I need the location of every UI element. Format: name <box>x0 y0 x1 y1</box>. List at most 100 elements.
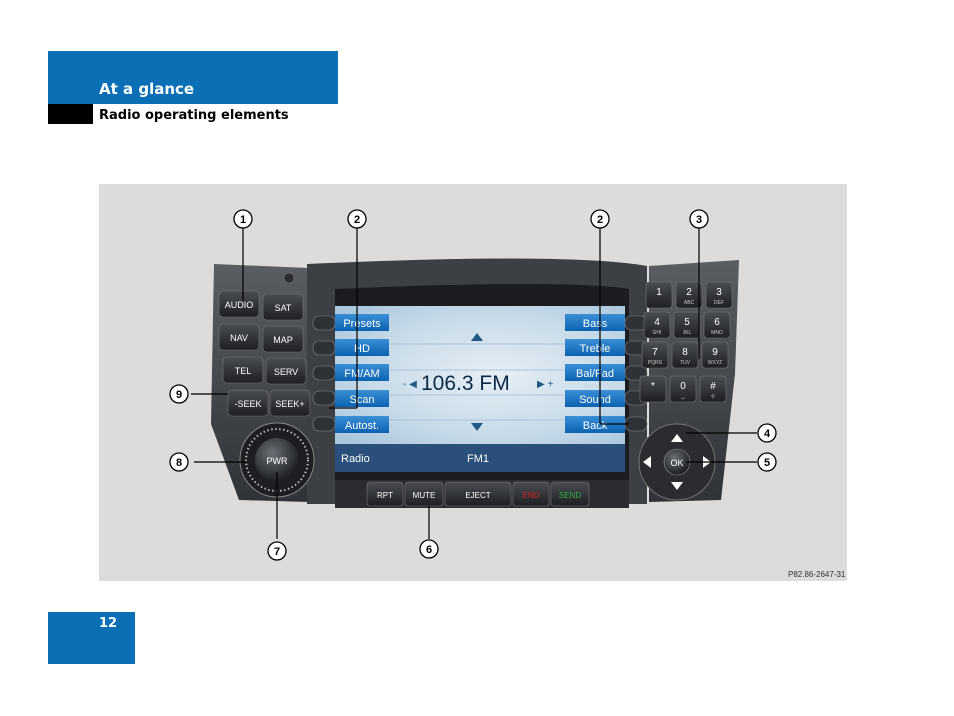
callout-number: 4 <box>764 428 771 440</box>
softkey-scan[interactable] <box>335 390 389 407</box>
keypad-digit: 4 <box>654 317 660 328</box>
keypad-digit: 7 <box>652 347 658 358</box>
rpt-button[interactable] <box>366 481 404 507</box>
map-button[interactable] <box>262 325 304 353</box>
seek-up-button[interactable] <box>269 389 311 417</box>
send-button[interactable] <box>550 481 590 507</box>
softkey-sound[interactable] <box>565 390 625 407</box>
sat-label: SAT <box>275 303 292 313</box>
serv-button[interactable] <box>265 357 307 385</box>
keypad-key-11[interactable]: 0␣ <box>669 375 697 403</box>
sat-button[interactable] <box>262 293 304 321</box>
seek-down-button[interactable] <box>227 389 269 417</box>
callout-1: 1 <box>233 209 253 229</box>
subsection-title: Radio operating elements <box>99 108 289 123</box>
callout-8: 7 <box>267 541 287 561</box>
left-softkeys: Presets HD FM/AM Scan Autost. <box>312 314 389 433</box>
mute-label: MUTE <box>413 491 436 500</box>
softkey-fmam[interactable] <box>335 364 389 381</box>
keypad-digit: 6 <box>714 317 720 328</box>
page-number-box <box>48 612 135 664</box>
dpad-up-icon[interactable] <box>671 434 683 442</box>
keypad-letters: ⚲ <box>711 394 715 400</box>
right-softkeys: Bass Treble Bal/Fad Sound Back <box>565 314 648 433</box>
left-softkey-btn-3[interactable] <box>312 365 336 381</box>
softkey-balfad-label: Bal/Fad <box>576 368 614 380</box>
callout-5: 4 <box>757 423 777 443</box>
softkey-fmam-label: FM/AM <box>344 368 379 380</box>
tel-button[interactable] <box>222 356 264 384</box>
softkey-treble[interactable] <box>565 339 625 356</box>
keypad-digit: 0 <box>680 381 686 392</box>
seek-up-indicator-icon: ▶ + <box>537 379 553 390</box>
keypad-letters: ␣ <box>681 394 684 400</box>
keypad-key-1[interactable]: 1 <box>645 281 673 309</box>
keypad-key-10[interactable]: * <box>639 375 667 403</box>
eject-label: EJECT <box>465 491 490 500</box>
pwr-label: PWR <box>267 456 288 466</box>
ok-label: OK <box>670 458 683 468</box>
left-softkey-btn-2[interactable] <box>312 340 336 356</box>
end-label: END <box>523 491 540 500</box>
tel-label: TEL <box>235 366 252 376</box>
keypad-key-12[interactable]: #⚲ <box>699 375 727 403</box>
seek-down-indicator-icon: - ◀ <box>403 379 417 390</box>
audio-button[interactable] <box>218 290 260 318</box>
callout-2: 2 <box>347 209 367 229</box>
softkey-hd[interactable] <box>335 339 389 356</box>
callout-number: 1 <box>240 214 246 226</box>
softkey-autost[interactable] <box>335 416 389 433</box>
bottom-buttons: RPT MUTE EJECT END SEND <box>366 481 590 507</box>
softkey-balfad[interactable] <box>565 364 625 381</box>
serv-label: SERV <box>274 367 298 377</box>
softkey-bass[interactable] <box>565 314 625 331</box>
rpt-label: RPT <box>377 491 393 500</box>
nav-button[interactable] <box>218 323 260 351</box>
status-band: FM1 <box>467 453 489 465</box>
seek-up-label: SEEK+ <box>275 399 304 409</box>
callout-10: 9 <box>169 384 189 404</box>
softkey-sound-label: Sound <box>579 394 611 406</box>
down-arrow-icon <box>471 423 483 431</box>
left-softkey-btn-1[interactable] <box>312 315 336 331</box>
callout-7: 6 <box>419 539 439 559</box>
softkey-back[interactable] <box>565 416 625 433</box>
keypad-digit: * <box>651 381 655 392</box>
keypad-letters: MNO <box>711 330 723 336</box>
send-label: SEND <box>559 491 581 500</box>
softkey-treble-label: Treble <box>580 343 611 355</box>
callout-number: 7 <box>274 546 280 558</box>
audio-label: AUDIO <box>225 300 254 310</box>
softkey-presets[interactable] <box>335 314 389 331</box>
softkey-back-label: Back <box>583 420 608 432</box>
section-title: At a glance <box>99 80 195 98</box>
callout-number: 5 <box>764 457 770 469</box>
dpad-down-icon[interactable] <box>671 482 683 490</box>
mute-button[interactable] <box>404 481 444 507</box>
left-softkey-btn-5[interactable] <box>312 416 336 432</box>
callout-number: 2 <box>597 214 603 226</box>
status-source: Radio <box>341 453 370 465</box>
dpad-left-icon[interactable] <box>643 456 651 468</box>
end-button[interactable] <box>512 481 550 507</box>
softkey-bass-label: Bass <box>583 318 608 330</box>
keypad-letters: PQRS <box>648 360 663 366</box>
frequency-display: 106.3 FM <box>421 372 510 395</box>
left-softkey-btn-4[interactable] <box>312 390 336 406</box>
nav-label: NAV <box>230 333 248 343</box>
eject-button[interactable] <box>444 481 512 507</box>
power-volume-knob[interactable] <box>255 438 299 482</box>
keypad-letters: WXYZ <box>708 360 722 366</box>
keypad-letters: ABC <box>684 300 695 306</box>
keypad-digit: # <box>710 381 716 392</box>
page-number: 12 <box>99 616 118 631</box>
